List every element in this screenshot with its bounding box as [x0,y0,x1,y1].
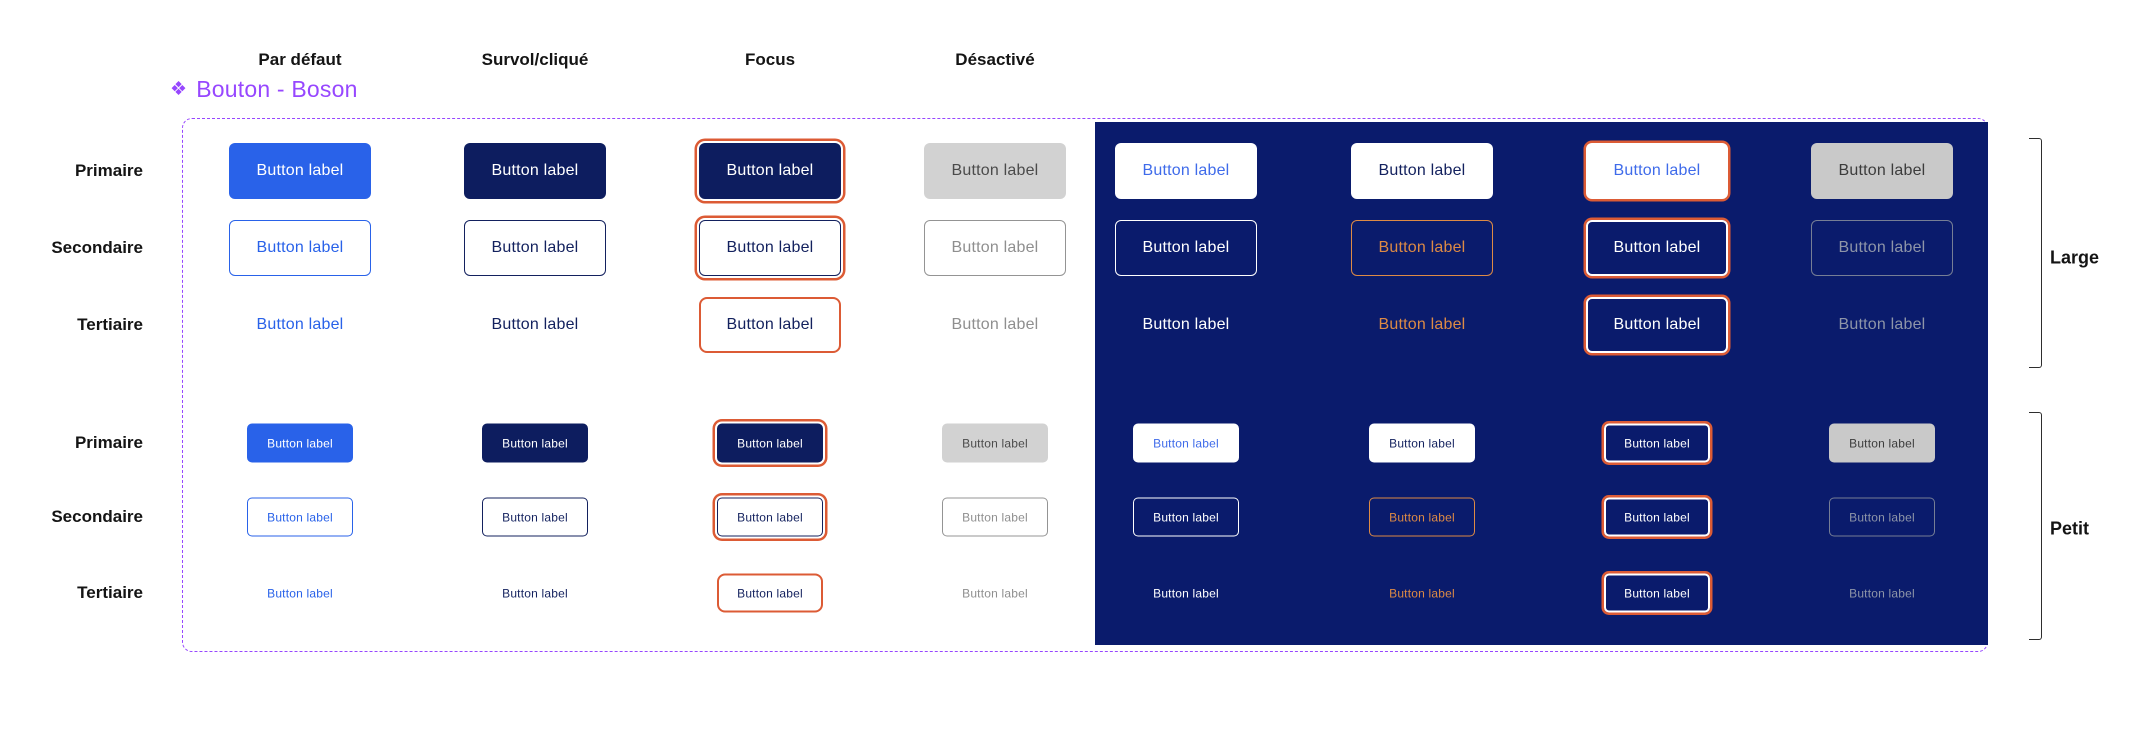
button-primaire-petit-default[interactable]: Button label [247,423,353,463]
button-primaire-petit-default-dark[interactable]: Button label [1133,423,1239,463]
button-tertiaire-petit-hover[interactable]: Button label [502,586,568,600]
row-label-secondaire-large: Secondaire [51,238,143,257]
button-secondaire-petit-focus[interactable]: Button label [717,497,823,537]
column-header-hover: Survol/cliqué [481,50,589,69]
button-secondaire-large-default[interactable]: Button label [229,220,371,276]
button-primaire-large-disabled[interactable]: Button label [924,143,1066,199]
button-secondaire-petit-default[interactable]: Button label [247,497,353,537]
size-label-large: Large [2050,247,2100,268]
petit-size-bracket [2029,412,2042,640]
button-secondaire-petit-hover-dark[interactable]: Button label [1369,497,1475,537]
row-label-primaire-petit: Primaire [74,433,143,452]
button-secondaire-large-disabled[interactable]: Button label [924,220,1066,276]
button-primaire-large-hover[interactable]: Button label [464,143,606,199]
button-primaire-large-focus[interactable]: Button label [699,143,841,199]
column-header-disabled: Désactivé [955,50,1035,69]
button-primaire-petit-hover-dark[interactable]: Button label [1369,423,1475,463]
button-tertiaire-large-disabled[interactable]: Button label [951,316,1039,333]
button-secondaire-large-hover[interactable]: Button label [464,220,606,276]
component-title[interactable]: ❖ Bouton - Boson [170,76,358,103]
button-primaire-petit-hover[interactable]: Button label [482,423,588,463]
column-header-focus: Focus [744,50,796,69]
button-tertiaire-petit-default-dark[interactable]: Button label [1153,586,1219,600]
button-secondaire-petit-hover[interactable]: Button label [482,497,588,537]
button-secondaire-large-hover-dark[interactable]: Button label [1351,220,1493,276]
button-tertiaire-large-disabled-dark[interactable]: Button label [1838,316,1926,333]
button-tertiaire-large-focus-dark[interactable]: Button label [1586,297,1728,353]
button-primaire-large-focus-dark[interactable]: Button label [1586,143,1728,199]
button-tertiaire-petit-disabled[interactable]: Button label [962,586,1028,600]
button-tertiaire-large-hover[interactable]: Button label [491,316,579,333]
button-secondaire-petit-default-dark[interactable]: Button label [1133,497,1239,537]
button-tertiaire-petit-focus[interactable]: Button label [717,573,823,613]
button-primaire-large-default-dark[interactable]: Button label [1115,143,1257,199]
component-name: Bouton - Boson [196,76,358,102]
column-header-default: Par défaut [258,50,342,69]
large-size-bracket [2029,138,2042,368]
row-label-tertiaire-large: Tertiaire [77,315,143,334]
row-label-secondaire-petit: Secondaire [51,507,143,526]
button-tertiaire-petit-disabled-dark[interactable]: Button label [1849,586,1915,600]
button-primaire-large-hover-dark[interactable]: Button label [1351,143,1493,199]
button-secondaire-petit-focus-dark[interactable]: Button label [1604,497,1710,537]
button-primaire-petit-focus-dark[interactable]: Button label [1604,423,1710,463]
button-primaire-petit-disabled-dark[interactable]: Button label [1829,423,1935,463]
button-tertiaire-large-default[interactable]: Button label [256,316,344,333]
button-secondaire-petit-disabled-dark[interactable]: Button label [1829,497,1935,537]
button-secondaire-large-focus-dark[interactable]: Button label [1586,220,1728,276]
button-secondaire-large-default-dark[interactable]: Button label [1115,220,1257,276]
button-tertiaire-large-hover-dark[interactable]: Button label [1378,316,1466,333]
button-tertiaire-petit-focus-dark[interactable]: Button label [1604,573,1710,613]
button-primaire-large-default[interactable]: Button label [229,143,371,199]
button-secondaire-large-focus[interactable]: Button label [699,220,841,276]
button-tertiaire-petit-default[interactable]: Button label [267,586,333,600]
button-tertiaire-large-default-dark[interactable]: Button label [1142,316,1230,333]
size-label-petit: Petit [2050,518,2090,539]
component-icon: ❖ [170,79,188,100]
row-label-primaire-large: Primaire [74,161,143,180]
button-secondaire-large-disabled-dark[interactable]: Button label [1811,220,1953,276]
button-primaire-petit-disabled[interactable]: Button label [942,423,1048,463]
button-secondaire-petit-disabled[interactable]: Button label [942,497,1048,537]
dark-background-panel [1095,122,1988,645]
row-label-tertiaire-petit: Tertiaire [77,583,143,602]
button-tertiaire-large-focus[interactable]: Button label [699,297,841,353]
button-tertiaire-petit-hover-dark[interactable]: Button label [1389,586,1455,600]
button-primaire-large-disabled-dark[interactable]: Button label [1811,143,1953,199]
button-primaire-petit-focus[interactable]: Button label [717,423,823,463]
